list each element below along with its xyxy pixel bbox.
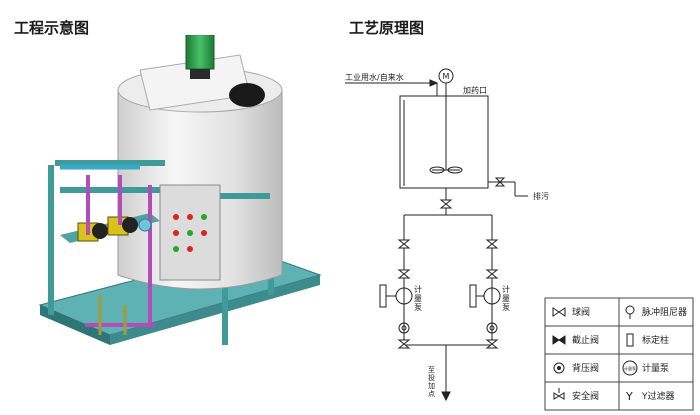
pump-left-label-1: 计 bbox=[414, 284, 422, 294]
ball-valve-icon bbox=[552, 307, 566, 317]
calibration-column-icon bbox=[626, 333, 634, 347]
agitator-motor bbox=[185, 35, 215, 79]
legend-calibration-column: 标定柱 bbox=[642, 334, 669, 346]
back-pressure-valve-icon bbox=[553, 362, 565, 374]
legend-pulse-damper: 脉冲阻尼器 bbox=[642, 306, 687, 318]
legend-back-pressure-valve: 背压阀 bbox=[572, 362, 599, 374]
metering-pump-icon-text: 计量泵 bbox=[624, 365, 636, 371]
pump-right-label-3: 泵 bbox=[502, 303, 510, 312]
pump-right-label-2: 量 bbox=[502, 294, 510, 303]
legend-ball-valve: 球阀 bbox=[572, 306, 590, 318]
pump-left-label-2: 量 bbox=[414, 294, 422, 303]
outlet-label-4: 点 bbox=[428, 390, 435, 398]
engineering-illustration bbox=[38, 35, 322, 345]
tank-hatch bbox=[229, 83, 265, 107]
left-panel-title: 工程示意图 bbox=[14, 19, 90, 37]
water-inlet-label: 工业用水/自来水 bbox=[345, 72, 404, 82]
y-strainer-icon: Y bbox=[625, 390, 633, 403]
pump-right-label-1: 计 bbox=[502, 284, 510, 294]
motor-label: M bbox=[443, 72, 450, 81]
outlet-label-3: 加 bbox=[428, 381, 435, 390]
safety-valve-icon bbox=[553, 388, 565, 400]
motor-symbol bbox=[438, 68, 454, 84]
legend-safety-valve: 安全阀 bbox=[572, 390, 599, 402]
drain-label: 排污 bbox=[533, 191, 549, 201]
stop-valve-icon bbox=[552, 335, 566, 345]
dosing-port-label: 加药口 bbox=[463, 85, 487, 95]
metering-pump-icon: 计量泵 bbox=[622, 360, 638, 376]
metering-pumps bbox=[77, 216, 138, 242]
legend: 球阀 脉冲阻尼器 截止阀 标定柱 背压阀 计量泵 计量泵 安全阀 bbox=[544, 297, 694, 411]
legend-y-strainer: Y过滤器 bbox=[641, 390, 675, 402]
outlet-label-1: 至 bbox=[428, 366, 435, 374]
tank-outline bbox=[399, 95, 489, 189]
pulse-damper-icon bbox=[625, 305, 635, 319]
legend-stop-valve: 截止阀 bbox=[572, 334, 599, 346]
right-panel-title: 工艺原理图 bbox=[349, 19, 425, 37]
pump-left-label-3: 泵 bbox=[414, 303, 422, 312]
legend-metering-pump: 计量泵 bbox=[642, 362, 669, 374]
process-diagram: M 工业用水/自来水 加药口 排污 计 量 泵 计 量 泵 至 投 加 点 球阀… bbox=[345, 68, 694, 411]
outlet-label-2: 投 bbox=[428, 373, 435, 382]
y-strainer-icon-text: Y bbox=[625, 390, 633, 403]
control-panel bbox=[159, 184, 221, 281]
